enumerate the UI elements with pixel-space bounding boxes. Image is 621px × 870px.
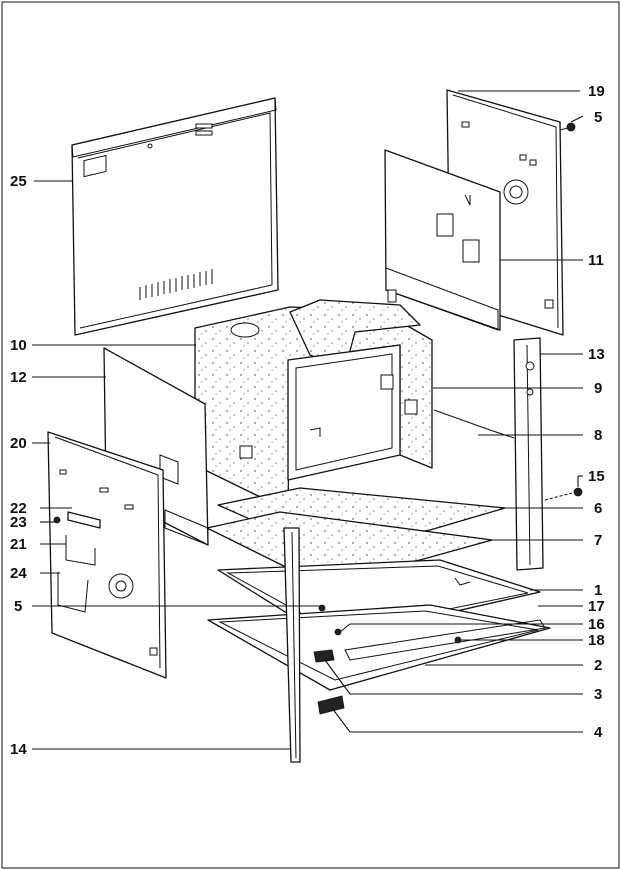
label-19: 19 xyxy=(588,83,605,100)
label-15: 15 xyxy=(588,468,605,485)
label-2: 2 xyxy=(594,657,602,674)
label-7: 7 xyxy=(594,532,602,549)
part-10-9-insulated-cavity xyxy=(194,299,433,511)
part-number-labels: 25 19 5 11 10 13 12 9 8 20 15 22 6 23 7 … xyxy=(10,83,605,758)
label-3: 3 xyxy=(594,686,602,703)
part-11-baffle-panel xyxy=(384,149,501,331)
label-9: 9 xyxy=(594,380,602,397)
label-20: 20 xyxy=(10,435,27,452)
label-14: 14 xyxy=(10,741,27,758)
label-17: 17 xyxy=(588,598,605,615)
part-5-screw-top xyxy=(559,122,576,132)
label-23: 23 xyxy=(10,514,27,531)
part-14-left-frame-strip xyxy=(283,527,301,763)
label-11: 11 xyxy=(588,252,604,269)
part-15-screw xyxy=(544,487,583,501)
part-25-top-panel xyxy=(71,97,279,336)
label-1: 1 xyxy=(594,582,602,599)
part-20-left-side-panel xyxy=(47,431,167,679)
label-25: 25 xyxy=(10,173,27,190)
leader-lines xyxy=(32,90,584,750)
label-10: 10 xyxy=(10,337,27,354)
label-12: 12 xyxy=(10,369,27,386)
label-5-mid: 5 xyxy=(14,598,22,615)
parts-small-fasteners xyxy=(318,604,462,644)
label-4: 4 xyxy=(594,724,603,741)
part-2-bottom-tray xyxy=(207,604,551,691)
part-4-clip xyxy=(317,695,345,715)
label-21: 21 xyxy=(10,536,27,553)
label-6: 6 xyxy=(594,500,602,517)
label-24: 24 xyxy=(10,565,27,582)
part-3-clip xyxy=(313,649,335,663)
label-8: 8 xyxy=(594,427,602,444)
label-22: 22 xyxy=(10,500,27,517)
label-13: 13 xyxy=(588,346,605,363)
part-8-rail xyxy=(433,409,515,439)
label-5-top: 5 xyxy=(594,109,602,126)
part-13-right-frame-strip xyxy=(513,337,544,571)
label-18: 18 xyxy=(588,632,605,649)
label-16: 16 xyxy=(588,616,605,633)
